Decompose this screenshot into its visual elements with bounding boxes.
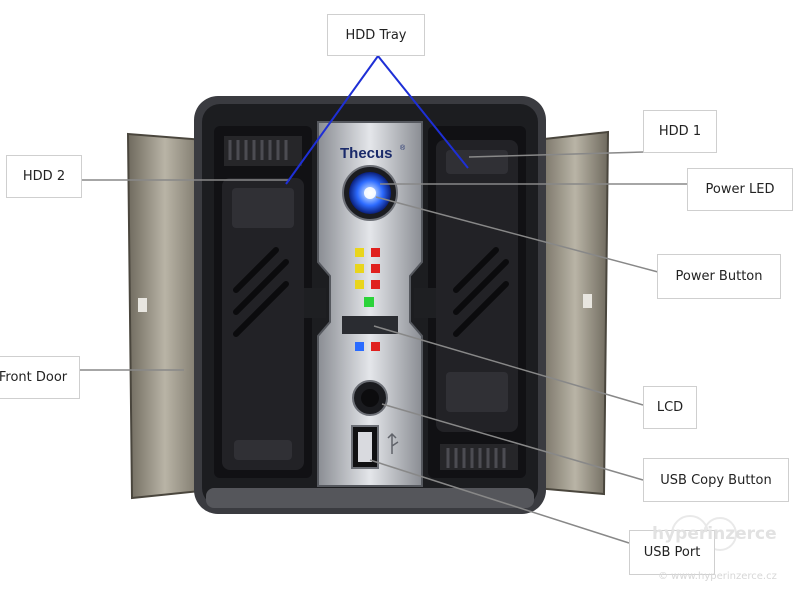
label-hdd-tray: HDD Tray bbox=[327, 14, 425, 56]
power-button[interactable] bbox=[342, 165, 398, 221]
status-leds bbox=[355, 248, 380, 351]
brand-mark: ® bbox=[400, 144, 406, 152]
label-lcd: LCD bbox=[643, 386, 697, 429]
label-hdd1: HDD 1 bbox=[643, 110, 717, 153]
label-power-led: Power LED bbox=[687, 168, 793, 211]
brand-logo: Thecus bbox=[340, 145, 393, 162]
label-power-button: Power Button bbox=[657, 254, 781, 299]
power-led-icon bbox=[364, 187, 376, 199]
usb-symbol-icon bbox=[387, 432, 399, 454]
label-usb-copy-button: USB Copy Button bbox=[643, 458, 789, 502]
hdd-bay-right bbox=[428, 126, 526, 478]
hdd-bay-left bbox=[214, 126, 312, 478]
pointer-lines bbox=[80, 151, 688, 544]
label-front-door: Front Door bbox=[0, 356, 80, 399]
watermark-url: © www.hyperinzerce.cz bbox=[658, 571, 777, 582]
hdd-tray-pointers bbox=[285, 55, 469, 185]
label-usb-port: USB Port bbox=[629, 530, 715, 575]
watermark-logo-text: hyperinzerce bbox=[652, 524, 777, 544]
usb-copy-button[interactable] bbox=[352, 380, 388, 416]
label-hdd2: HDD 2 bbox=[6, 155, 82, 198]
